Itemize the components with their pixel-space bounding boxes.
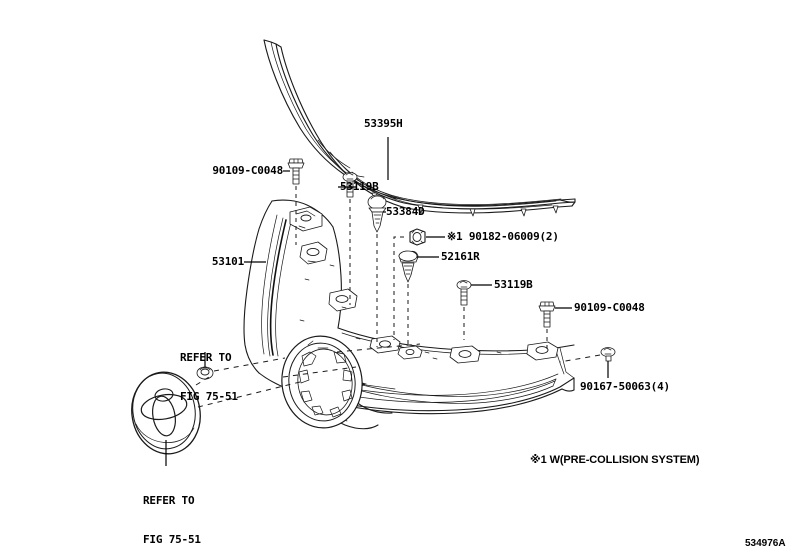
assembly-dash-grommet-a — [195, 376, 210, 386]
part-label-52161r: 52161R — [441, 250, 480, 263]
assembly-dash-emblem — [197, 381, 301, 408]
bolt-icon-90109-c0048-upper — [287, 158, 305, 185]
part-label-53101: 53101 — [211, 255, 244, 268]
part-label-90167-50063: 90167-50063(4) — [580, 380, 670, 393]
assembly-dash-grommet-b — [213, 357, 286, 372]
clip-icon-52161r — [398, 250, 419, 283]
screw-icon-90167-50063 — [600, 347, 616, 362]
part-label-53384d: 53384D — [386, 205, 425, 218]
screw-icon-53119b-lower — [456, 280, 472, 306]
part-53395h-upper-moulding — [263, 39, 576, 217]
toyota-emblem — [131, 371, 201, 455]
refer-upper-line2: FIG 75-51 — [180, 390, 238, 403]
leader-dash-90182 — [393, 236, 404, 340]
leader-dash-90167 — [559, 354, 601, 363]
nut-icon-90182-06009 — [409, 228, 426, 246]
refer-lower-line1: REFER TO — [143, 494, 195, 507]
part-label-90109-c0048-lower: 90109-C0048 — [574, 301, 645, 314]
footnote-pre-collision: ※1 W(PRE-COLLISION SYSTEM) — [530, 454, 700, 466]
grommet-icon-emblem — [196, 366, 214, 380]
drawing-number: 534976A — [745, 538, 786, 549]
part-label-90182-06009: ※1 90182-06009(2) — [447, 230, 559, 243]
bolt-icon-90109-c0048-lower — [538, 301, 556, 328]
part-label-53395h: 53395H — [364, 117, 403, 130]
assembly-dash-bezel-right — [282, 366, 357, 378]
part-53101-radiator-grille — [243, 199, 575, 430]
part-label-53119b-upper: 53119B — [340, 180, 379, 193]
refer-upper-line1: REFER TO — [180, 351, 232, 364]
clip-icon-53384d — [367, 194, 387, 233]
refer-lower-line2: FIG 75-51 — [143, 533, 201, 546]
assembly-dash-bezel-upper — [336, 343, 421, 353]
refer-to-label-lower: REFER TO FIG 75-51 — [143, 468, 201, 560]
emblem-bezel-mount — [281, 335, 363, 429]
refer-to-label-upper: REFER TO FIG 75-51 — [180, 325, 238, 429]
part-label-90109-c0048-upper: 90109-C0048 — [212, 164, 283, 177]
label-leader-lines — [165, 137, 609, 466]
part-label-53119b-lower: 53119B — [494, 278, 533, 291]
screw-icon-53119b-upper — [342, 172, 358, 198]
